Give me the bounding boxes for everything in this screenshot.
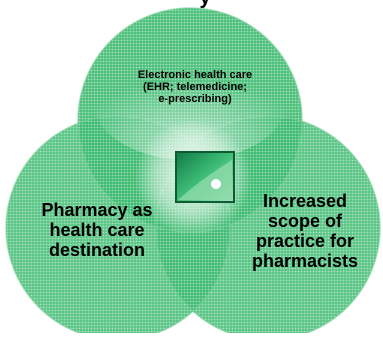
partial-title: y	[150, 0, 260, 8]
label-increased-scope: Increased scope of practice for pharmaci…	[236, 191, 374, 271]
right-label-line: practice for	[255, 231, 355, 251]
left-label-line: Pharmacy as	[41, 200, 153, 220]
top-label-line: Electronic health care	[137, 69, 253, 81]
right-label-line: pharmacists	[251, 251, 359, 271]
right-label-line: scope of	[267, 211, 342, 231]
left-label-line: health care	[49, 220, 145, 240]
right-label-line: Increased	[262, 191, 348, 211]
label-electronic-health-care: Electronic health care (EHR; telemedicin…	[95, 69, 295, 105]
label-pharmacy-destination: Pharmacy as health care destination	[22, 200, 172, 260]
top-label-line: e-prescribing)	[158, 93, 232, 105]
center-square-icon	[175, 151, 235, 203]
top-label-line: (EHR; telemedicine;	[143, 81, 247, 93]
left-label-line: destination	[48, 240, 145, 260]
